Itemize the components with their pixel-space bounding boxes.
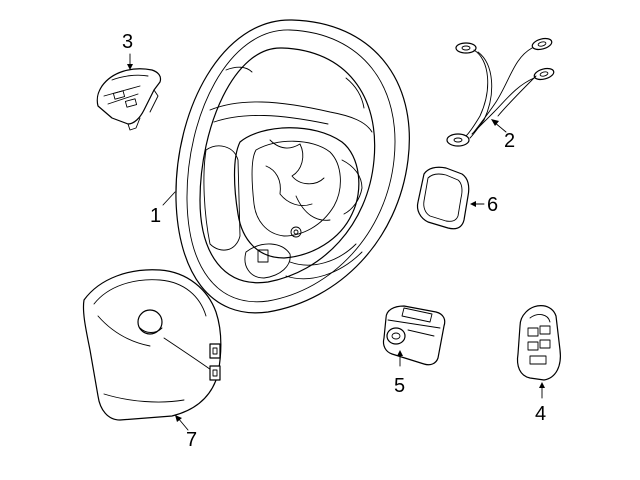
callout-1: 1: [150, 205, 161, 227]
airbag-module: [82, 269, 222, 431]
side-switch-panel: [516, 305, 561, 399]
knob-switch-module: [382, 305, 446, 367]
wire-harness: [446, 37, 555, 147]
cover-pad: [416, 166, 485, 230]
callout-4: 4: [535, 403, 546, 425]
steering-wheel: [162, 19, 410, 314]
callout-2: 2: [504, 130, 515, 152]
callout-7: 7: [186, 429, 197, 451]
switch-module: [96, 53, 162, 131]
callout-6: 6: [487, 194, 498, 216]
callout-5: 5: [394, 375, 405, 397]
callout-3: 3: [122, 31, 133, 53]
